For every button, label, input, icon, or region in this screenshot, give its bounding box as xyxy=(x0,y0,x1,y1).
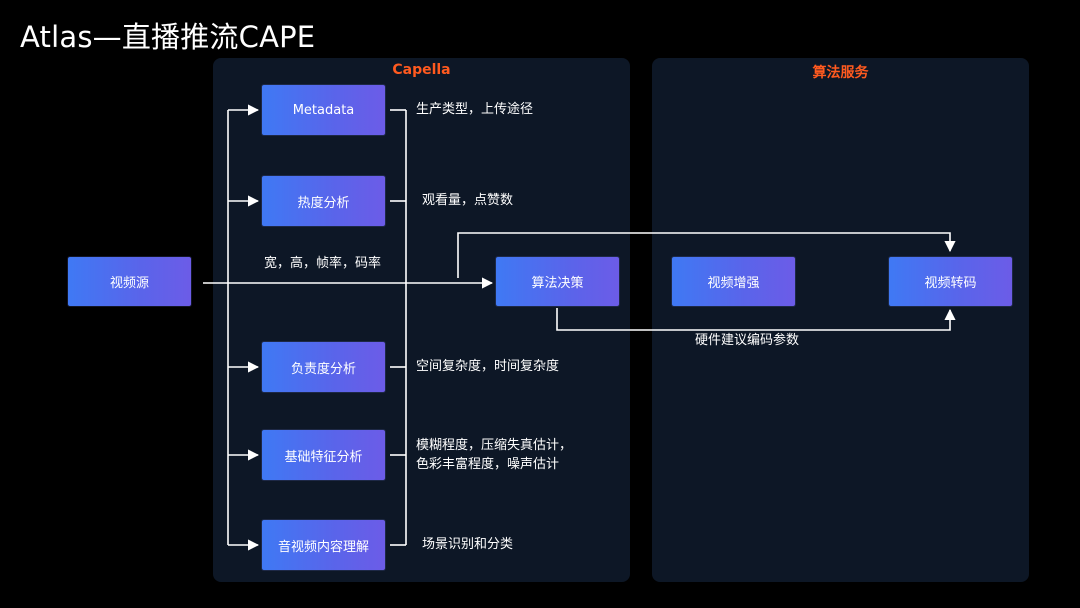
video-transcode-box: 视频转码 xyxy=(889,257,1012,306)
algorithm-service-panel-title: 算法服务 xyxy=(812,65,869,81)
basic-note-line1: 模糊程度，压缩失真估计， xyxy=(416,438,573,453)
capella-panel-title: Capella xyxy=(392,62,451,78)
video-enhance-box: 视频增强 xyxy=(672,257,795,306)
basic-note-line2: 色彩丰富程度，噪声估计 xyxy=(416,457,560,472)
top-route-to-transcode xyxy=(457,232,956,278)
content-understanding-box: 音视频内容理解 xyxy=(262,520,385,570)
source-box: 视频源 xyxy=(68,257,191,306)
complexity-note: 空间复杂度，时间复杂度 xyxy=(416,359,560,374)
page-title: Atlas—直播推流CAPE xyxy=(20,20,316,54)
heat-note: 观看量，点赞数 xyxy=(422,193,514,208)
algorithm-decision-box: 算法决策 xyxy=(496,257,619,306)
metadata-box: Metadata xyxy=(262,85,385,135)
metadata-note: 生产类型，上传途径 xyxy=(416,102,534,117)
complexity-analysis-box: 负责度分析 xyxy=(262,342,385,392)
heat-analysis-box: 热度分析 xyxy=(262,176,385,226)
algorithm-service-panel: 算法服务 xyxy=(652,58,1029,582)
main-line-note: 宽，高，帧率，码率 xyxy=(264,256,382,271)
basic-feature-analysis-box: 基础特征分析 xyxy=(262,430,385,480)
bottom-route-to-transcode xyxy=(556,308,956,331)
capella-panel: Capella xyxy=(213,58,630,582)
hardware-param-note: 硬件建议编码参数 xyxy=(695,333,800,348)
content-note: 场景识别和分类 xyxy=(422,537,514,552)
